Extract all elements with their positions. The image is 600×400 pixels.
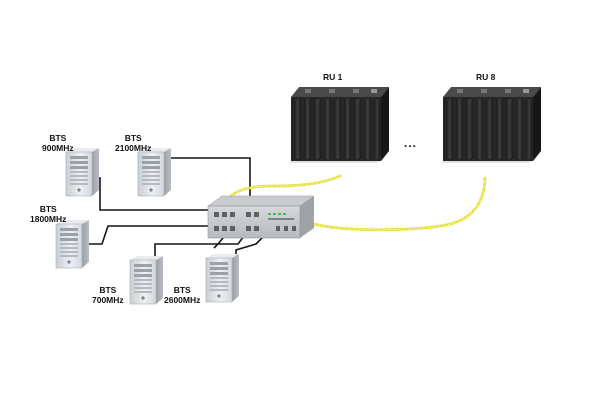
server-tower-icon [65, 147, 100, 197]
bts-label-line2: 700MHz [92, 295, 124, 305]
server-tower-icon [129, 255, 164, 305]
bts-label-1800: BTS 1800MHz [30, 204, 66, 224]
bts-label-line2: 2100MHz [115, 143, 152, 153]
remote-radio-unit-icon [289, 87, 389, 163]
bts-label-line1: BTS [124, 133, 142, 143]
bts-label-line1: BTS [173, 285, 191, 295]
bts-label-line1: BTS [49, 133, 67, 143]
master-hub-unit [207, 195, 315, 239]
radio-unit-8-label: RU 8 [476, 72, 496, 82]
server-tower-icon [205, 253, 240, 303]
bts-label-line2: 1800MHz [30, 214, 67, 224]
radio-unit-1 [289, 87, 389, 163]
remote-radio-unit-icon [441, 87, 541, 163]
bts-label-2100: BTS 2100MHz [115, 133, 151, 153]
bts-label-line1: BTS [39, 204, 57, 214]
server-tower-icon [137, 147, 172, 197]
radio-unit-1-label: RU 1 [323, 72, 343, 82]
coax-cable-1800 [86, 225, 232, 245]
rack-unit-icon [207, 205, 301, 239]
bts-label-700: BTS 700MHz [92, 285, 124, 305]
radio-unit-8 [441, 87, 541, 163]
fiber-cable-ru8 [298, 176, 487, 232]
more-units-ellipsis: ... [404, 136, 418, 150]
bts-label-line2: 900MHz [42, 143, 74, 153]
server-tower-icon [55, 219, 90, 269]
bts-label-line2: 2600MHz [164, 295, 201, 305]
bts-label-2600: BTS 2600MHz [164, 285, 200, 305]
bts-label-900: BTS 900MHz [42, 133, 74, 153]
bts-label-line1: BTS [99, 285, 117, 295]
